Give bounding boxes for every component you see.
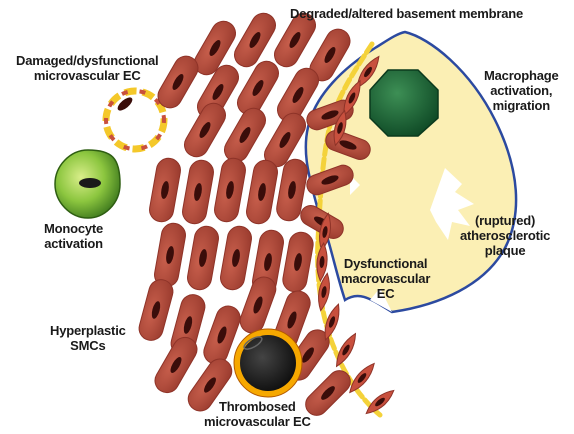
smc-cell [154,52,203,112]
smc-cell [219,224,254,291]
label-line: Hyperplastic [50,323,126,338]
label-damaged-ec: Damaged/dysfunctional microvascular EC [16,53,158,83]
label-line: (ruptured) [460,213,550,228]
label-line: plaque [460,243,550,258]
label-line: microvascular EC [16,68,158,83]
label-thrombosed: Thrombosed microvascular EC [204,399,311,429]
label-line: microvascular EC [204,414,311,429]
label-smc: Hyperplastic SMCs [50,323,126,353]
label-line: Dysfunctional [341,256,430,271]
smc-cell [148,156,183,223]
label-line: SMCs [50,338,126,353]
smc-cell [213,156,248,223]
label-line: Degraded/altered basement membrane [290,6,523,21]
smc-cell [153,221,188,288]
smc-cell [180,99,230,161]
smc-cell [181,158,216,225]
label-plaque: (ruptured) atherosclerotic plaque [460,213,550,258]
smc-cell [186,224,221,291]
label-basement-membrane: Degraded/altered basement membrane [290,6,523,21]
label-line: EC [341,286,430,301]
label-line: Damaged/dysfunctional [16,53,158,68]
label-monocyte: Monocyte activation [44,221,103,251]
smc-cell [230,9,280,71]
label-line: activation, [484,83,559,98]
label-macrovascular-ec: Dysfunctional macrovascular EC [341,256,430,301]
label-line: atherosclerotic [460,228,550,243]
label-line: Macrophage [484,68,559,83]
label-line: macrovascular [341,271,430,286]
smc-cell [281,230,315,293]
label-line: Monocyte [44,221,103,236]
label-line: activation [44,236,103,251]
thrombosed-microvascular-ec [234,329,302,397]
label-macrophage: Macrophage activation, migration [484,68,559,113]
smc-cell [136,277,175,343]
smc-cell [245,158,280,225]
damaged-microvascular-ec [106,91,164,149]
label-line: migration [484,98,559,113]
macrophage-cell [370,70,438,136]
label-line: Thrombosed [204,399,311,414]
monocyte-cell [55,150,120,218]
smc-cell [220,104,270,166]
